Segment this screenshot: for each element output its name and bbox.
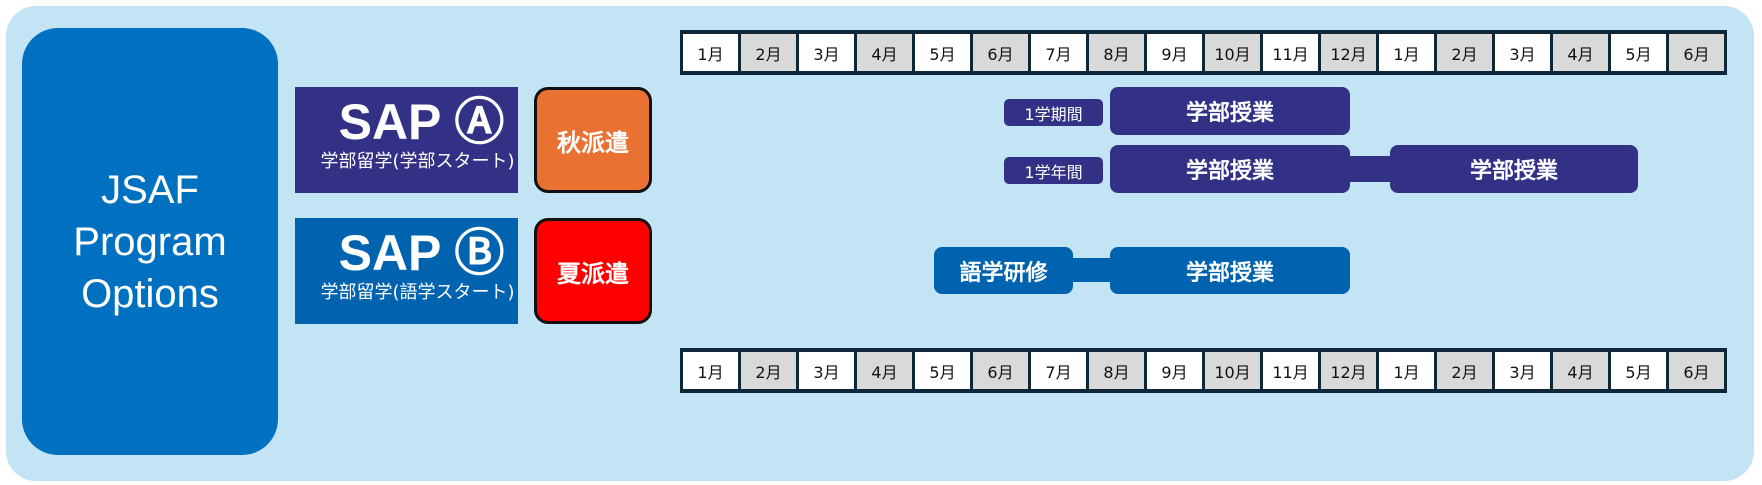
month-cell: 12月 (1321, 352, 1376, 389)
sap-b-box: SAP Ⓑ 学部留学(語学スタート) (295, 218, 518, 324)
month-cell: 12月 (1321, 34, 1376, 71)
title: JSAF Program Options (73, 167, 227, 316)
one-semester-label: 1学期間 (1004, 99, 1103, 126)
month-cell: 8月 (1089, 352, 1144, 389)
sap-a-name: SAP Ⓐ (338, 94, 505, 150)
sap-b-subtitle: 学部留学(語学スタート) (320, 282, 515, 303)
month-cell: 6月 (1669, 34, 1724, 71)
month-cell: 5月 (1611, 352, 1666, 389)
one-year-label: 1学年間 (1004, 157, 1103, 184)
summer-dispatch-label: 夏派遣 (557, 259, 629, 288)
month-cell: 9月 (1147, 352, 1202, 389)
a1-coursework-block: 学部授業 (1110, 87, 1350, 135)
month-cell: 1月 (683, 34, 738, 71)
language-training-block: 語学研修 (934, 247, 1073, 294)
summer-dispatch-tag: 夏派遣 (534, 218, 652, 324)
a2-coursework-block-1: 学部授業 (1110, 145, 1350, 193)
month-cell: 7月 (1031, 34, 1086, 71)
month-cell: 6月 (973, 352, 1028, 389)
month-cell: 4月 (857, 352, 912, 389)
month-cell: 1月 (683, 352, 738, 389)
month-cell: 4月 (1553, 352, 1608, 389)
month-cell: 10月 (1205, 34, 1260, 71)
month-cell: 11月 (1263, 34, 1318, 71)
month-cell: 10月 (1205, 352, 1260, 389)
autumn-dispatch-label: 秋派遣 (557, 128, 629, 157)
month-cell: 2月 (741, 352, 796, 389)
month-cell: 5月 (915, 34, 970, 71)
month-cell: 8月 (1089, 34, 1144, 71)
month-cell: 11月 (1263, 352, 1318, 389)
sap-a-box: SAP Ⓐ 学部留学(学部スタート) (295, 87, 518, 193)
month-cell: 5月 (915, 352, 970, 389)
month-cell: 4月 (857, 34, 912, 71)
sap-b-name: SAP Ⓑ (338, 225, 505, 281)
month-cell: 1月 (1379, 352, 1434, 389)
month-cell: 3月 (1495, 352, 1550, 389)
b1-coursework-block: 学部授業 (1110, 247, 1350, 294)
month-cell: 3月 (1495, 34, 1550, 71)
month-cell: 4月 (1553, 34, 1608, 71)
a2-coursework-block-2: 学部授業 (1390, 145, 1638, 193)
autumn-dispatch-tag: 秋派遣 (534, 87, 652, 193)
month-cell: 7月 (1031, 352, 1086, 389)
month-cell: 1月 (1379, 34, 1434, 71)
month-cell: 6月 (1669, 352, 1724, 389)
month-cell: 2月 (1437, 34, 1492, 71)
month-cell: 2月 (741, 34, 796, 71)
month-cell: 9月 (1147, 34, 1202, 71)
sap-a-subtitle: 学部留学(学部スタート) (320, 151, 515, 172)
month-cell: 3月 (799, 34, 854, 71)
month-cell: 2月 (1437, 352, 1492, 389)
month-cell: 3月 (799, 352, 854, 389)
month-cell: 6月 (973, 34, 1028, 71)
month-cell: 5月 (1611, 34, 1666, 71)
jsaf-title-box: JSAF Program Options (22, 28, 278, 455)
